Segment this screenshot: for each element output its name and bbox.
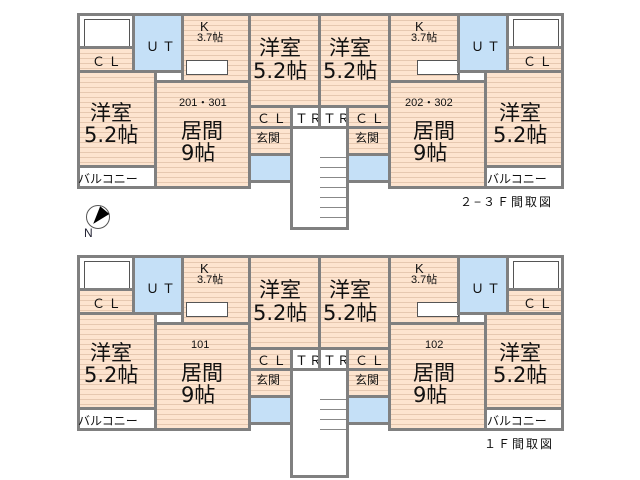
closet: ＣＬ xyxy=(346,105,391,129)
western-room: 洋室 5.2帖 xyxy=(77,70,157,168)
floor-caption: ２−３Ｆ間取図 xyxy=(460,195,554,209)
closet: ＣＬ xyxy=(248,105,293,129)
balcony: バルコニー xyxy=(484,407,564,431)
floor-plan-2-3f: ＵＴ ＣＬ K 3.7帖 洋室 5.2帖 バルコニー 201・301 居間 9帖… xyxy=(77,13,564,230)
toilet xyxy=(248,395,293,425)
utility-room: ＵＴ xyxy=(457,255,509,315)
utility-room: ＵＴ xyxy=(132,13,184,73)
closet: ＣＬ xyxy=(77,288,135,315)
utility-room: ＵＴ xyxy=(457,13,509,73)
stairs xyxy=(320,148,346,226)
balcony: バルコニー xyxy=(77,165,157,189)
western-room: 洋室 5.2帖 xyxy=(318,13,391,108)
utility-room: ＵＴ xyxy=(132,255,184,315)
western-room: 洋室 5.2帖 xyxy=(484,70,564,168)
living-room: 102 居間 9帖 xyxy=(388,322,487,431)
bathroom xyxy=(506,255,564,291)
balcony: バルコニー xyxy=(484,165,564,189)
entrance: 玄関 xyxy=(248,126,293,156)
closet: ＣＬ xyxy=(506,46,564,73)
toilet xyxy=(248,153,293,183)
balcony: バルコニー xyxy=(77,407,157,431)
toilet xyxy=(346,395,391,425)
western-room: 洋室 5.2帖 xyxy=(248,13,321,108)
living-room: 202・302 居間 9帖 xyxy=(388,80,487,189)
entrance: 玄関 xyxy=(346,126,391,156)
kitchen: K 3.7帖 xyxy=(388,255,460,325)
bathroom xyxy=(77,13,135,49)
compass-label: N xyxy=(84,226,93,240)
living-room: 101 居間 9帖 xyxy=(154,322,251,431)
closet: ＣＬ xyxy=(346,347,391,371)
western-room: 洋室 5.2帖 xyxy=(318,255,391,350)
kitchen: K 3.7帖 xyxy=(388,13,460,83)
western-room: 洋室 5.2帖 xyxy=(77,312,157,410)
closet: ＣＬ xyxy=(77,46,135,73)
closet: ＣＬ xyxy=(248,347,293,371)
kitchen: K 3.7帖 xyxy=(181,13,251,83)
floor-caption: １Ｆ間取図 xyxy=(484,437,555,451)
bathroom xyxy=(506,13,564,49)
closet: ＣＬ xyxy=(506,288,564,315)
floor-plan-1f: ＵＴ ＣＬ K 3.7帖 洋室 5.2帖 バルコニー 101 居間 9帖 洋室 … xyxy=(0,242,640,480)
entrance: 玄関 xyxy=(248,368,293,398)
kitchen: K 3.7帖 xyxy=(181,255,251,325)
toilet xyxy=(346,153,391,183)
trunk-room: ＴＲ xyxy=(290,347,322,371)
bathroom xyxy=(77,255,135,291)
western-room: 洋室 5.2帖 xyxy=(484,312,564,410)
ut-label: ＵＴ xyxy=(146,39,179,54)
entrance: 玄関 xyxy=(346,368,391,398)
western-room: 洋室 5.2帖 xyxy=(248,255,321,350)
compass xyxy=(86,205,110,229)
north-arrow-icon xyxy=(88,206,110,228)
stairs xyxy=(320,390,346,438)
living-room: 201・301 居間 9帖 xyxy=(154,80,251,189)
